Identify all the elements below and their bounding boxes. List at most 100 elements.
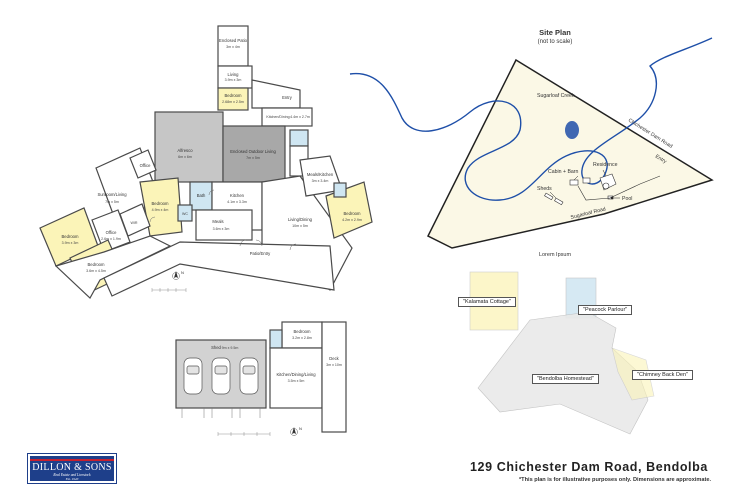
label-kitchen-dining-living: Kitchen/Dining/Living (276, 372, 316, 377)
room-enclosed-patio (217, 25, 249, 67)
label-shed: Shed (211, 345, 221, 350)
label-office-left: Office (106, 230, 118, 235)
dims-bedroom-main: 4.9m x 4m (152, 208, 169, 212)
scale-ruler-shed (217, 432, 271, 436)
dims-kitchen-dining-small: 4.4m x 2.7m (290, 115, 310, 119)
main-house-labels: Enclosed Patio 3m x 4m Living 3.9m x 3m … (62, 38, 362, 273)
room-patio-entry (103, 241, 335, 297)
label-bath-main: Bath (197, 193, 206, 198)
label-cabin-barn: Cabin + Barn (548, 169, 579, 175)
shed-doors (181, 408, 261, 418)
dims-kitchen-dining-living: 3.5m x 5m (288, 379, 305, 383)
dims-bedroom-left: 3.9m x 3m (62, 241, 79, 245)
label-office-top: Office (140, 163, 152, 168)
dims-enclosed-patio: 3m x 4m (226, 45, 240, 49)
dims-bedroom-right: 4.2m x 2.9m (342, 218, 362, 222)
site-dam (565, 121, 579, 139)
scale-ruler-main (151, 288, 187, 292)
compass-main-label: N (181, 270, 184, 275)
dims-living-dining: 10m x 5m (292, 224, 308, 228)
room-shed-bath (269, 329, 283, 349)
label-kitchen-dining-small: Kitchen/Dining (266, 115, 289, 119)
dims-kitchen: 4.1m x 3.3m (227, 200, 247, 204)
room-bedroom-cottage (217, 87, 249, 111)
dims-enclosed-outdoor-living: 7m x 5m (246, 156, 260, 160)
room-kitchen-dining-small (261, 107, 313, 127)
label-entry-small: Entry (282, 95, 293, 100)
room-shed-bedroom (281, 321, 323, 349)
label-pool: Pool (622, 196, 632, 202)
label-sunroom-living: Sunroom/Living (97, 192, 127, 197)
site-buildings (544, 173, 617, 206)
label-bedroom-cottage: Bedroom (225, 93, 243, 98)
callout-kalamata-cottage: "Kalamata Cottage" (458, 297, 516, 307)
disclaimer-note: *This plan is for illustrative purposes … (519, 477, 711, 483)
dims-meals-kitchen-right: 3m x 3.4m (312, 179, 329, 183)
label-sheds: Sheds (537, 186, 552, 192)
door-swings (149, 189, 297, 251)
label-bedroom-left: Bedroom (62, 234, 80, 239)
dims-bedroom-cottage: 2.68m x 2.5m (222, 100, 244, 104)
label-living-dining: Living/Dining (288, 217, 313, 222)
label-alfresco: Alfresco (177, 148, 193, 153)
dims-living-cottage: 3.9m x 3m (225, 78, 242, 82)
room-enclosed-outdoor-living (222, 125, 286, 183)
label-residence: Residence (593, 162, 618, 168)
site-driveway (577, 175, 661, 201)
main-house-plan (39, 25, 373, 299)
compass-shed: N (290, 426, 302, 436)
label-bedroom-lower: Bedroom (88, 262, 106, 267)
left-wing-corridor (54, 235, 172, 299)
site-arrows (549, 169, 620, 200)
label-deck: Deck (329, 356, 339, 361)
label-bedroom-right: Bedroom (344, 211, 362, 216)
label-shed-bedroom: Bedroom (294, 329, 312, 334)
label-bedroom-main: Bedroom (152, 201, 170, 206)
room-alfresco (154, 111, 224, 183)
label-entry: Entry (654, 154, 668, 166)
label-meals: Meals (212, 219, 223, 224)
label-wir: WIR (131, 221, 138, 225)
room-kitchen-dining-living (269, 347, 323, 409)
room-office-left (91, 209, 131, 253)
callout-chimney-back-den: "Chimney Back Den" (632, 370, 693, 380)
dims-bedroom-lower: 3.6m x 4.5m (86, 269, 106, 273)
room-bath-right (333, 182, 347, 198)
callout-peacock-parlour: "Peacock Parlour" (578, 305, 633, 315)
dims-alfresco: 6m x 6m (178, 155, 192, 159)
room-deck (321, 321, 347, 433)
compass-main: N (172, 270, 184, 280)
room-entry-small (251, 79, 301, 109)
parked-cars (183, 357, 259, 395)
agency-name: DILLON & SONS (32, 462, 112, 473)
label-living-cottage: Living (228, 72, 240, 77)
room-living-cottage (217, 65, 253, 89)
shed-labels: Shed 9m x 9.5m Bedroom 3.2m x 2.8m Kitch… (211, 329, 342, 383)
dims-shed: 9m x 9.5m (222, 346, 239, 350)
label-sugarloaf-creek: Sugarloaf Creek (537, 93, 575, 99)
label-patio-entry: Patio/Entry (250, 251, 271, 256)
label-enclosed-patio: Enclosed Patio (219, 38, 248, 43)
dims-office-left: 2.6m x 1.9m (101, 237, 121, 241)
label-kitchen: Kitchen (230, 193, 245, 198)
site-plan: Site Plan (not to scale) Sugarloaf Creek… (349, 28, 714, 249)
property-address: 129 Chichester Dam Road, Bendolba (470, 460, 708, 474)
dims-shed-bedroom: 3.2m x 2.8m (292, 336, 312, 340)
placeholder-label: Lorem Ipsum (539, 252, 572, 258)
dims-sunroom-living: 7m x 5m (105, 200, 119, 204)
agency-tagline: Real Estate and Livestock (53, 473, 91, 477)
label-enclosed-outdoor-living: Enclosed Outdoor Living (230, 149, 276, 154)
room-wc (177, 204, 193, 222)
dims-deck: 3m x 10m (326, 363, 342, 367)
label-meals-kitchen-right: Meals/Kitchen (307, 172, 334, 177)
site-plan-title: Site Plan (539, 28, 571, 37)
sugarloaf-creek (349, 37, 713, 201)
agency-logo: DILLON & SONS Real Estate and Livestock … (27, 453, 117, 484)
compass-shed-label: N (299, 426, 302, 431)
room-meals (195, 209, 253, 241)
agency-established: Est. 1940 (65, 477, 79, 481)
room-bath-cottage (289, 129, 309, 147)
room-office-top (129, 149, 157, 179)
site-plan-subtitle: (not to scale) (538, 39, 573, 45)
